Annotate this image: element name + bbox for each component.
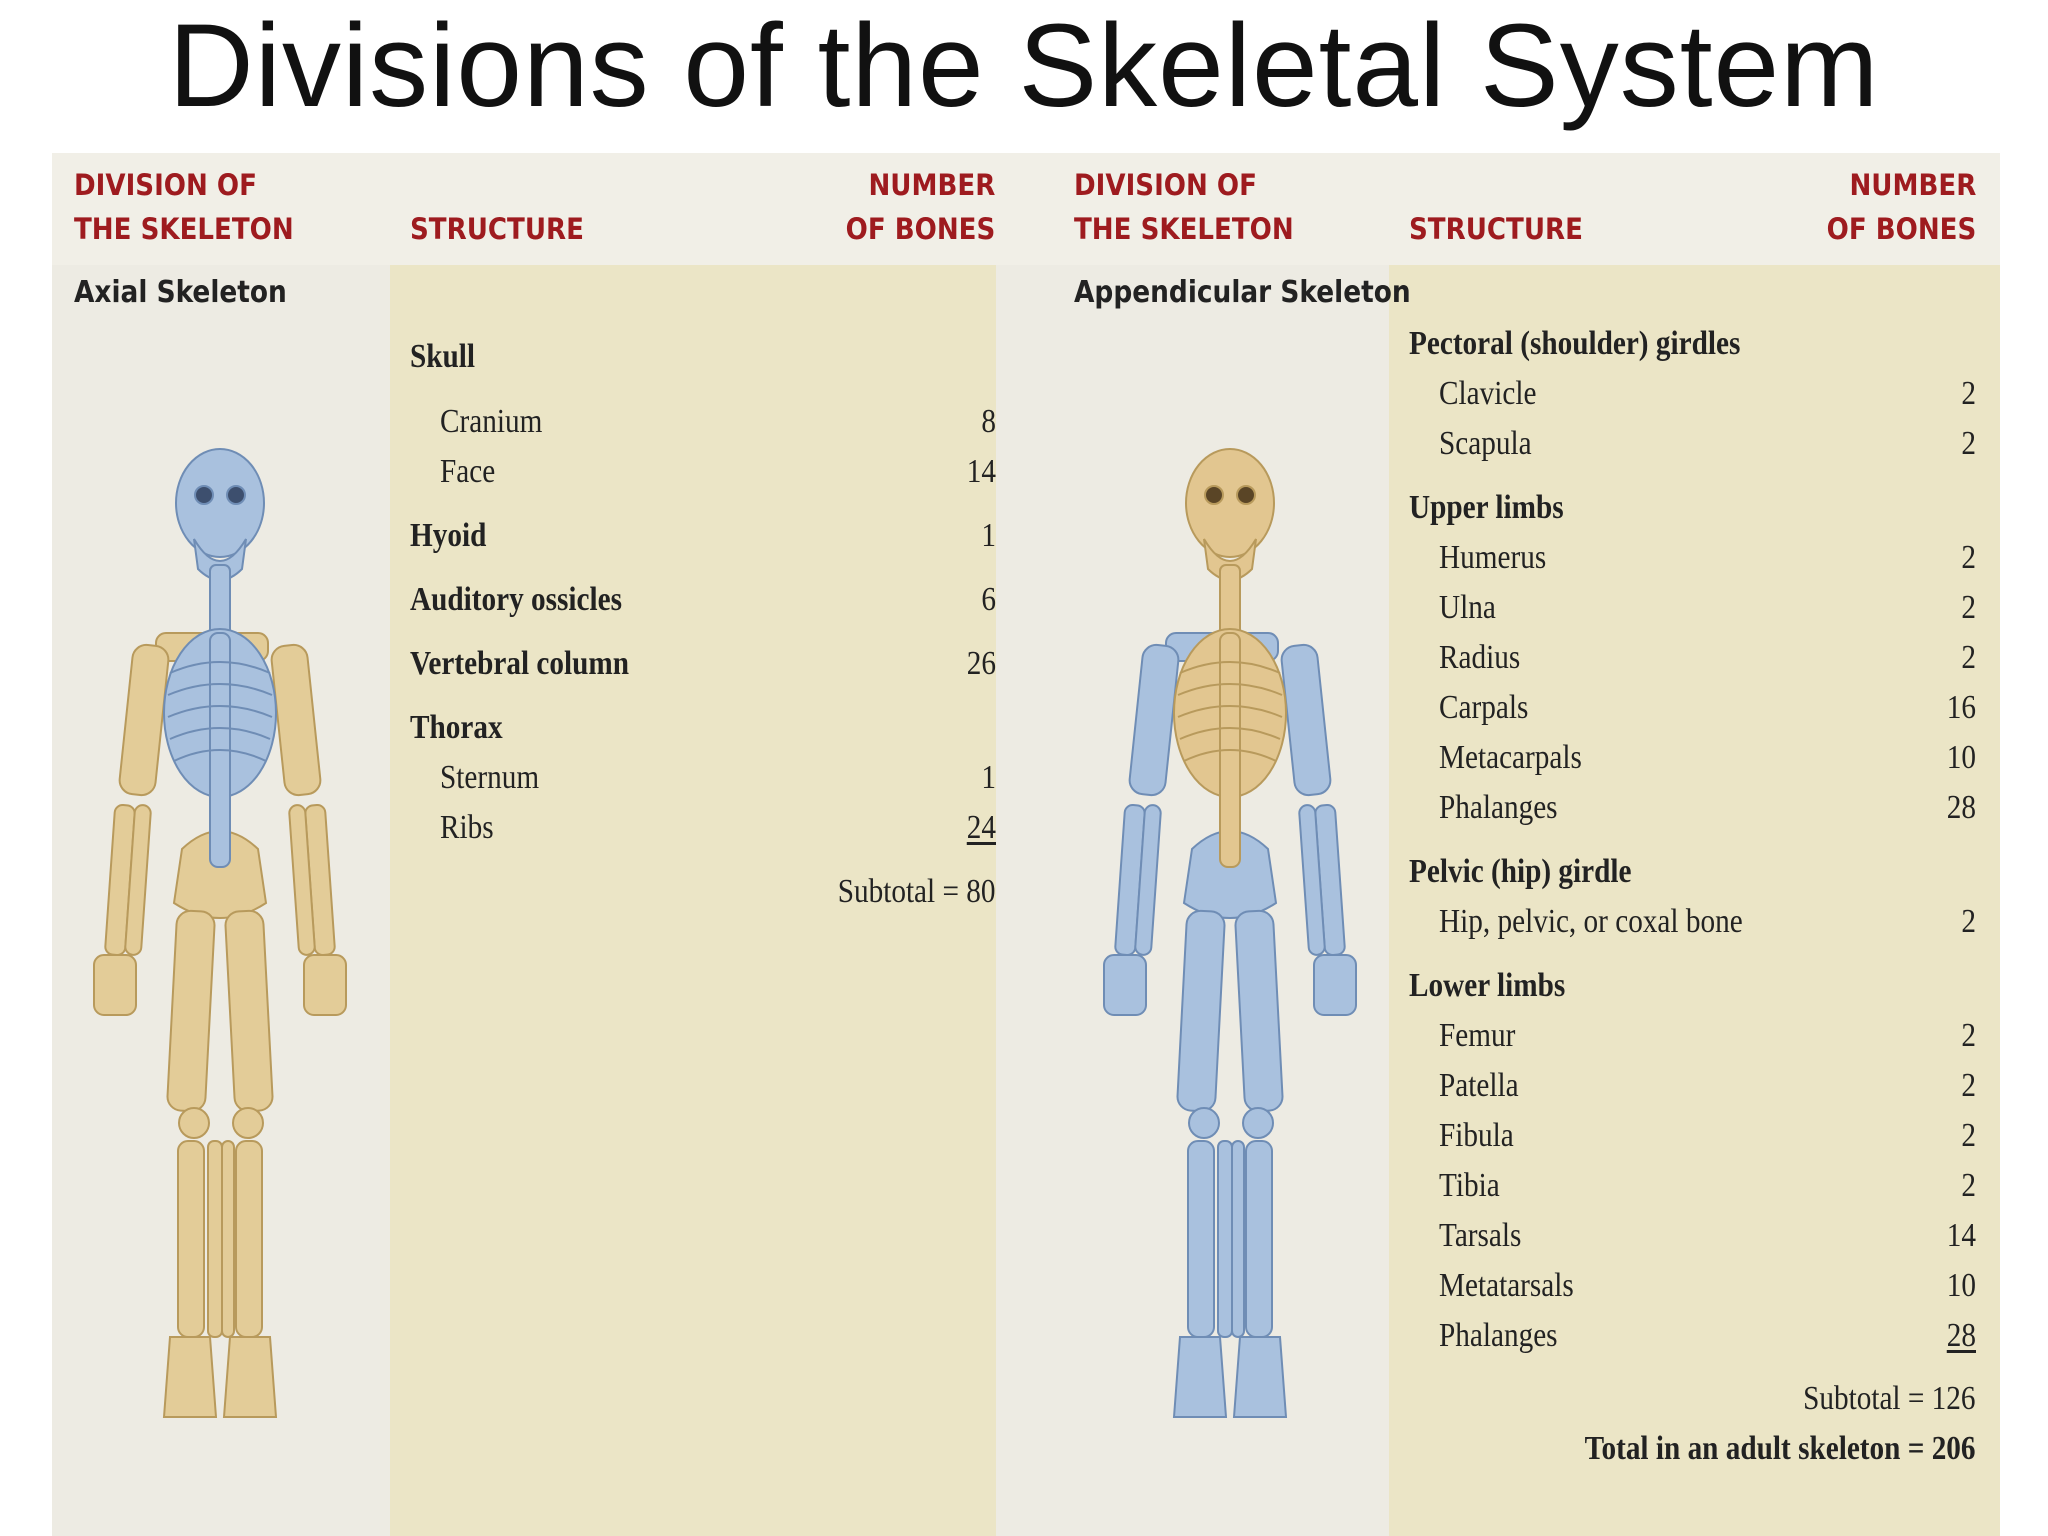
skeleton-axial-bones xyxy=(1173,448,1287,868)
appendicular-row-foot-phalanges: Phalanges xyxy=(1439,1317,1558,1354)
appendicular-row-lower-limbs: Lower limbs xyxy=(1409,967,1566,1004)
axial-row-face: Face xyxy=(440,453,496,490)
appendicular-value-tibia: 2 xyxy=(1961,1167,1976,1204)
header-division-axial: DIVISION OF THE SKELETON xyxy=(74,168,294,246)
appendicular-skeleton-label: Appendicular Skeleton xyxy=(1074,275,1411,310)
appendicular-row-humerus: Humerus xyxy=(1439,539,1547,576)
appendicular-value-tarsals: 14 xyxy=(1946,1217,1976,1254)
skeleton-limbs xyxy=(93,632,347,1418)
appendicular-row-fibula: Fibula xyxy=(1439,1117,1514,1154)
appendicular-row-scapula: Scapula xyxy=(1439,425,1532,462)
appendicular-row-upper-limbs: Upper limbs xyxy=(1409,489,1564,526)
appendicular-row-metatarsals: Metatarsals xyxy=(1439,1267,1574,1304)
appendicular-value-coxal-bone: 2 xyxy=(1961,903,1976,940)
appendicular-value-humerus: 2 xyxy=(1961,539,1976,576)
axial-row-skull: Skull xyxy=(410,338,476,375)
axial-row-hyoid: Hyoid xyxy=(410,517,487,554)
appendicular-value-patella: 2 xyxy=(1961,1067,1976,1104)
header-structure-axial: STRUCTURE xyxy=(410,212,584,246)
appendicular-value-foot-phalanges: 28 xyxy=(1946,1317,1976,1354)
appendicular-value-scapula: 2 xyxy=(1961,425,1976,462)
header-band xyxy=(52,153,2000,265)
axial-value-ribs: 24 xyxy=(966,809,996,846)
appendicular-row-pelvic-girdle: Pelvic (hip) girdle xyxy=(1409,853,1632,890)
appendicular-row-carpals: Carpals xyxy=(1439,689,1529,726)
axial-value-vertebral-column: 26 xyxy=(966,645,996,682)
appendicular-row-hand-phalanges: Phalanges xyxy=(1439,789,1558,826)
appendicular-row-ulna: Ulna xyxy=(1439,589,1496,626)
adult-skeleton-total: Total in an adult skeleton = 206 xyxy=(1585,1430,1976,1467)
skeleton-details xyxy=(167,485,273,762)
axial-value-auditory-ossicles: 6 xyxy=(981,581,996,618)
skeleton-details xyxy=(1177,485,1283,762)
appendicular-value-carpals: 16 xyxy=(1946,689,1976,726)
axial-row-cranium: Cranium xyxy=(440,403,543,440)
appendicular-value-hand-phalanges: 28 xyxy=(1946,789,1976,826)
axial-row-auditory-ossicles: Auditory ossicles xyxy=(410,581,622,618)
appendicular-subtotal: Subtotal = 126 xyxy=(1803,1380,1976,1417)
axial-value-hyoid: 1 xyxy=(981,517,996,554)
axial-value-cranium: 8 xyxy=(981,403,996,440)
appendicular-structure-column xyxy=(1389,265,2000,1536)
axial-skeleton-label: Axial Skeleton xyxy=(74,275,287,310)
header-division-appendicular: DIVISION OF THE SKELETON xyxy=(1074,168,1294,246)
appendicular-row-pectoral-girdles: Pectoral (shoulder) girdles xyxy=(1409,325,1741,362)
axial-row-thorax: Thorax xyxy=(410,709,503,746)
appendicular-row-tibia: Tibia xyxy=(1439,1167,1500,1204)
axial-row-vertebral-column: Vertebral column xyxy=(410,645,630,682)
axial-subtotal: Subtotal = 80 xyxy=(838,873,996,910)
slide-title: Divisions of the Skeletal System xyxy=(168,0,1880,132)
appendicular-value-ulna: 2 xyxy=(1961,589,1976,626)
appendicular-value-metatarsals: 10 xyxy=(1946,1267,1976,1304)
axial-row-sternum: Sternum xyxy=(440,759,540,796)
appendicular-value-metacarpals: 10 xyxy=(1946,739,1976,776)
appendicular-skeleton-illustration xyxy=(1103,448,1357,1418)
axial-value-face: 14 xyxy=(966,453,996,490)
header-number-axial: NUMBER OF BONES xyxy=(845,168,995,246)
skeleton-axial-bones xyxy=(163,448,277,868)
appendicular-row-tarsals: Tarsals xyxy=(1439,1217,1522,1254)
appendicular-row-coxal-bone: Hip, pelvic, or coxal bone xyxy=(1439,903,1743,940)
appendicular-row-metacarpals: Metacarpals xyxy=(1439,739,1582,776)
header-number-appendicular: NUMBER OF BONES xyxy=(1826,168,1976,246)
appendicular-value-fibula: 2 xyxy=(1961,1117,1976,1154)
appendicular-row-clavicle: Clavicle xyxy=(1439,375,1537,412)
appendicular-row-radius: Radius xyxy=(1439,639,1521,676)
skeleton-divisions-table: DIVISION OF THE SKELETON STRUCTURE NUMBE… xyxy=(52,153,2000,1536)
axial-structure-column xyxy=(390,265,996,1536)
appendicular-row-patella: Patella xyxy=(1439,1067,1519,1104)
appendicular-value-radius: 2 xyxy=(1961,639,1976,676)
axial-skeleton-illustration xyxy=(93,448,347,1418)
appendicular-row-femur: Femur xyxy=(1439,1017,1516,1054)
axial-row-ribs: Ribs xyxy=(440,809,494,846)
appendicular-value-femur: 2 xyxy=(1961,1017,1976,1054)
axial-value-sternum: 1 xyxy=(981,759,996,796)
appendicular-value-clavicle: 2 xyxy=(1961,375,1976,412)
header-structure-appendicular: STRUCTURE xyxy=(1409,212,1583,246)
skeleton-limbs xyxy=(1103,632,1357,1418)
